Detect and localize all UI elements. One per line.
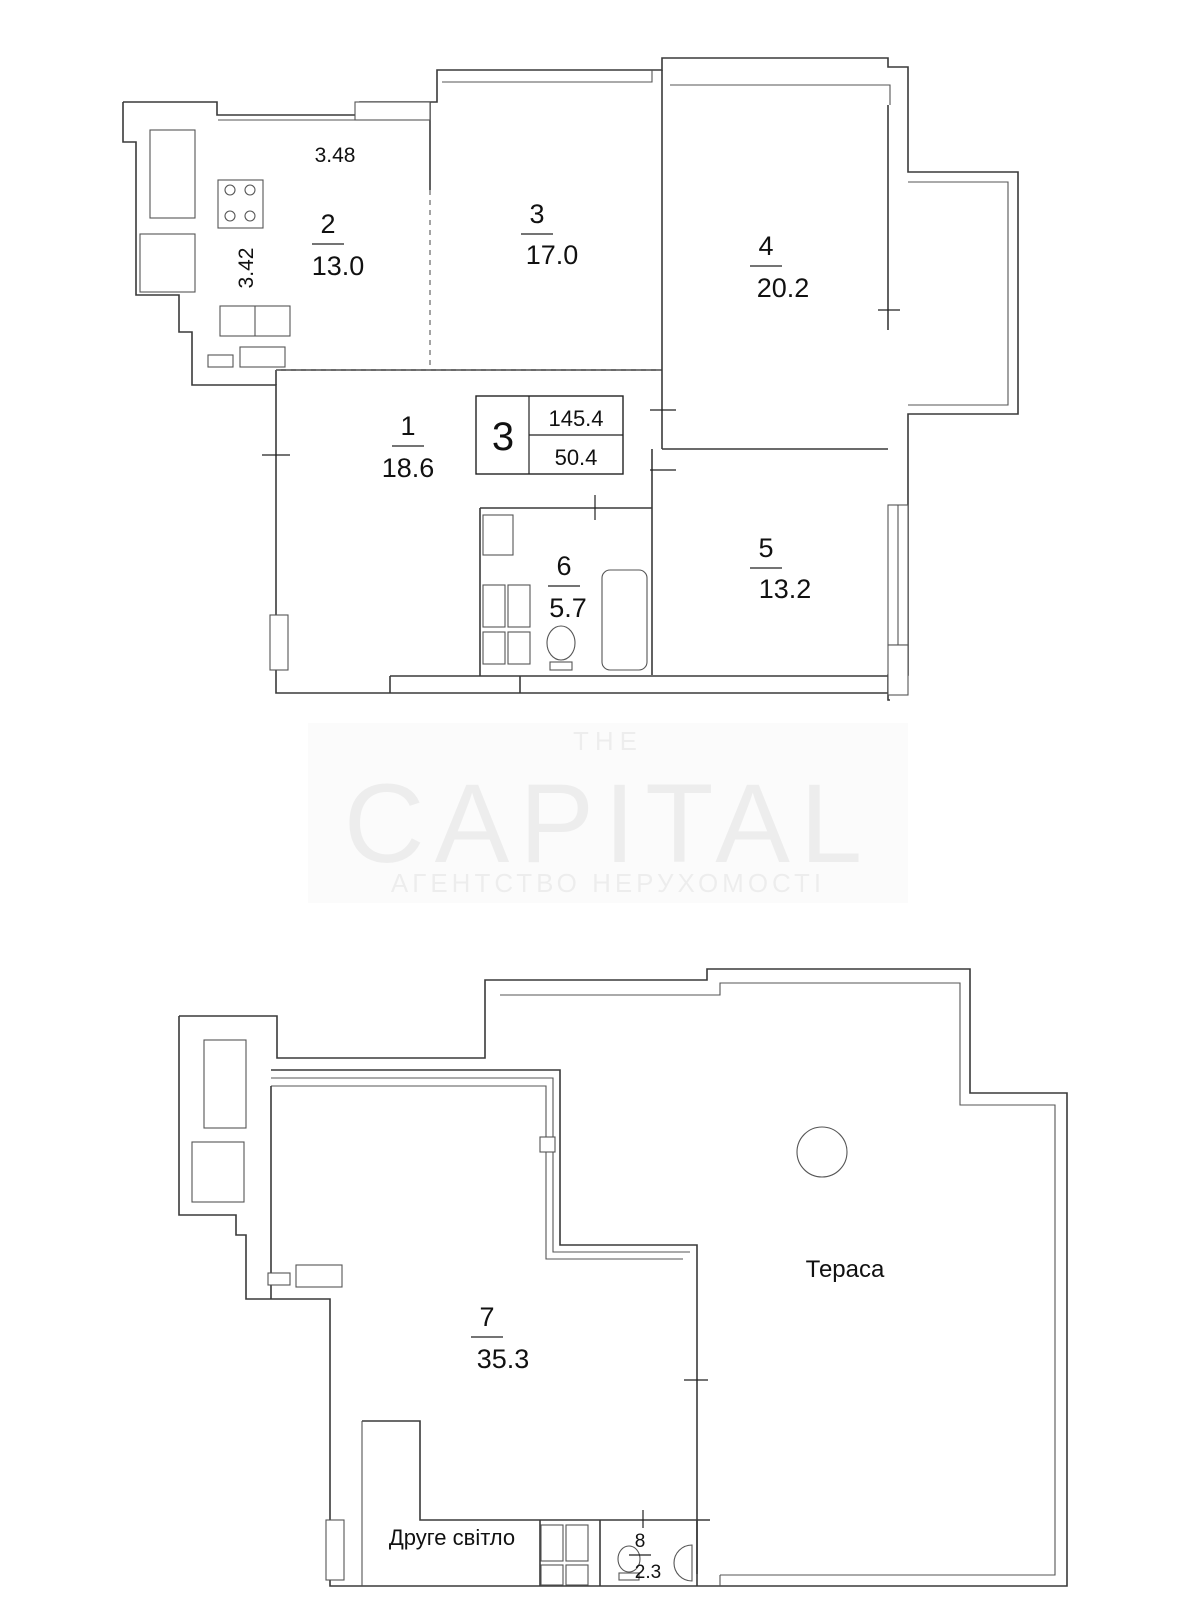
svg-text:13.2: 13.2 xyxy=(759,574,812,604)
svg-text:4: 4 xyxy=(758,231,773,261)
room-6: 6 5.7 xyxy=(548,551,587,623)
svg-text:17.0: 17.0 xyxy=(526,240,579,270)
svg-text:3: 3 xyxy=(529,199,544,229)
room-7: 7 35.3 xyxy=(471,1302,529,1374)
svg-text:35.3: 35.3 xyxy=(477,1344,530,1374)
svg-text:20.2: 20.2 xyxy=(757,273,810,303)
svg-text:5.7: 5.7 xyxy=(549,593,587,623)
rooms-count: 3 xyxy=(492,415,514,459)
summary-badge: 3 145.4 50.4 xyxy=(475,395,624,475)
room-8: 8 2.3 xyxy=(629,1531,661,1583)
room-1: 1 18.6 xyxy=(382,411,435,483)
watermark: THE CAPITAL АГЕНТСТВО НЕРУХОМОСТІ xyxy=(344,726,873,898)
svg-text:1: 1 xyxy=(400,411,415,441)
svg-text:5: 5 xyxy=(758,533,773,563)
watermark-top: THE xyxy=(573,726,643,756)
living-area: 50.4 xyxy=(555,445,598,470)
svg-text:13.0: 13.0 xyxy=(312,251,365,281)
svg-text:8: 8 xyxy=(635,1531,646,1552)
svg-text:18.6: 18.6 xyxy=(382,453,435,483)
room-2: 2 13.0 xyxy=(312,209,365,281)
room-5: 5 13.2 xyxy=(750,533,811,604)
watermark-tagline: АГЕНТСТВО НЕРУХОМОСТІ xyxy=(391,868,825,898)
kitchen-depth-dim: 3.42 xyxy=(235,248,258,289)
svg-text:2.3: 2.3 xyxy=(635,1562,661,1583)
floor-plan-level-1: 3 145.4 50.4 3.48 3.42 1 18.6 2 13.0 3 1… xyxy=(122,57,1019,701)
total-area: 145.4 xyxy=(548,406,603,431)
svg-text:2: 2 xyxy=(320,209,335,239)
svg-text:7: 7 xyxy=(479,1302,494,1332)
svg-text:6: 6 xyxy=(556,551,571,581)
second-light-label: Друге світло xyxy=(389,1525,515,1550)
kitchen-width-dim: 3.48 xyxy=(315,144,356,167)
terrace-label: Тераса xyxy=(806,1256,885,1283)
watermark-brand: CAPITAL xyxy=(344,761,873,886)
room-3: 3 17.0 xyxy=(521,199,578,270)
room-4: 4 20.2 xyxy=(750,231,809,303)
skylight-icon xyxy=(796,1126,848,1178)
floor-plan-level-2: 7 35.3 8 2.3 Тераса Друге світло xyxy=(178,968,1068,1587)
door-markers xyxy=(262,309,900,520)
